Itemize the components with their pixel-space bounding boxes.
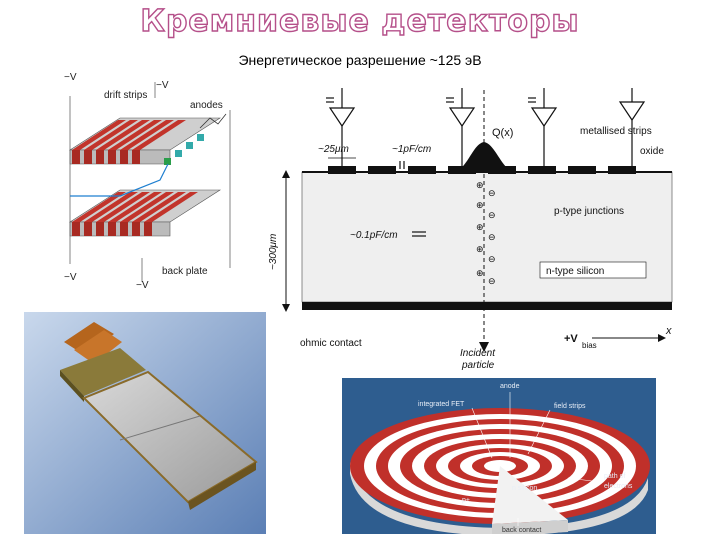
top-drift-strips <box>72 120 186 164</box>
detector-module-photo <box>24 312 266 534</box>
strip-detector-cross-section: ⊕ ⊖ ⊕ ⊖ ⊕ ⊖ ⊕ ⊖ ⊕ ⊖ ~25μm ~1pF/cm Q(x) metall… <box>268 88 673 371</box>
charge-label: Q(x) <box>492 127 513 139</box>
p-type-label: p-type junctions <box>554 206 624 217</box>
silicon-bulk <box>301 171 673 303</box>
bottom-drift-strips <box>72 192 198 236</box>
ohmic-contact-label: ohmic contact <box>300 338 362 349</box>
p-plus-label: p+ <box>462 497 470 504</box>
readout-amplifiers <box>326 88 646 168</box>
metallised-strips <box>328 166 636 174</box>
svg-text:⊕: ⊕ <box>476 201 484 211</box>
thickness-label: ~300μm <box>268 234 279 270</box>
bias-subscript: bias <box>582 341 597 350</box>
top-voltage-label: −V <box>64 72 77 83</box>
drift-strips-label: drift strips <box>104 90 147 101</box>
page-title: Кремниевые детекторы <box>140 3 580 39</box>
charge-carriers: ⊕ ⊖ ⊕ ⊖ ⊕ ⊖ ⊕ ⊖ ⊕ ⊖ <box>476 181 496 287</box>
metallised-strips-label: metallised strips <box>580 126 652 137</box>
particle-label: particle <box>461 360 495 371</box>
integrated-fet-label: integrated FET <box>418 401 465 408</box>
ohmic-contact <box>302 302 672 310</box>
oxide-label: oxide <box>640 146 664 157</box>
bottom-voltage-right-label: −V <box>136 280 149 290</box>
bias-label: +V <box>564 333 578 345</box>
path-electrons-label-2: electrons <box>604 483 633 490</box>
bottom-voltage-left-label: −V <box>64 272 77 283</box>
page-subtitle: Энергетическое разрешение ~125 эВ <box>238 52 482 68</box>
svg-text:⊖: ⊖ <box>488 233 496 243</box>
svg-text:⊕: ⊕ <box>476 181 484 191</box>
svg-text:⊕: ⊕ <box>476 245 484 255</box>
drift-detector-diagram: −V −V drift strips anodes back plate −V … <box>64 72 231 290</box>
field-strips-label: field strips <box>554 403 586 410</box>
back-contact-label: back contact <box>502 527 541 534</box>
anode-label: anode <box>500 383 520 390</box>
n-type-label: n-type silicon <box>546 266 604 277</box>
capacitance-strip-label: ~1pF/cm <box>392 144 431 155</box>
anodes-label: anodes <box>190 100 223 111</box>
svg-text:⊕: ⊕ <box>476 269 484 279</box>
incident-label: Incident <box>460 348 496 359</box>
x-axis-label: x <box>665 325 672 337</box>
pitch-label: ~25μm <box>318 144 349 155</box>
silicon-drift-detector-drawing: anode integrated FET field strips path o… <box>342 378 656 534</box>
path-electrons-label: path of <box>604 473 625 480</box>
n-silicon-label: n silicon <box>512 485 537 492</box>
svg-text:⊖: ⊖ <box>488 211 496 221</box>
svg-text:⊖: ⊖ <box>488 255 496 265</box>
capacitance-bulk-label: ~0.1pF/cm <box>350 230 398 241</box>
svg-text:⊖: ⊖ <box>488 277 496 287</box>
anode-pads <box>164 113 227 165</box>
top-voltage-right-label: −V <box>156 80 169 91</box>
svg-text:⊖: ⊖ <box>488 189 496 199</box>
back-plate-label: back plate <box>162 266 208 277</box>
cutaway-section <box>492 466 568 524</box>
svg-text:⊕: ⊕ <box>476 223 484 233</box>
electron-path <box>70 163 169 197</box>
